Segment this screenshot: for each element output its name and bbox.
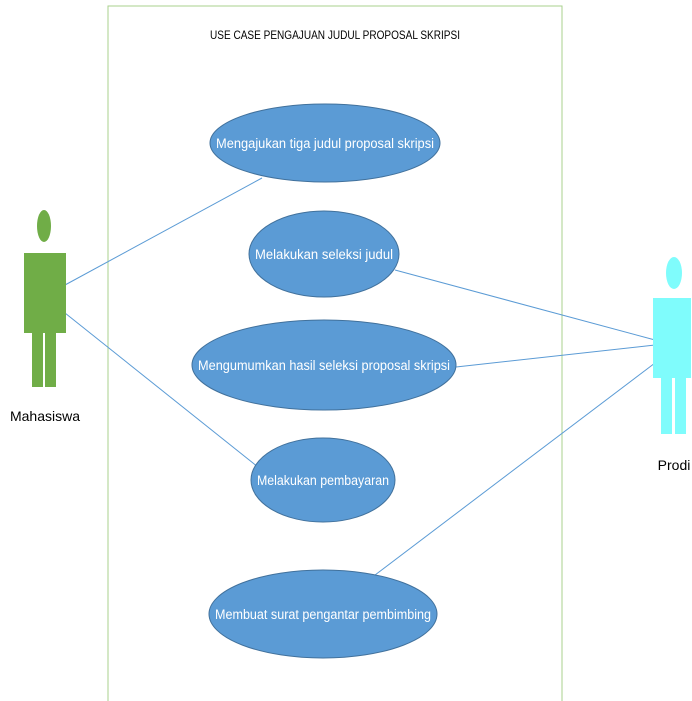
associations	[64, 177, 656, 576]
actor-prodi-body	[653, 298, 691, 378]
use-case-4-label: Melakukan pembayaran	[257, 473, 389, 488]
actor-mahasiswa-leg-right	[45, 333, 56, 387]
diagram-title: USE CASE PENGAJUAN JUDUL PROPOSAL SKRIPS…	[210, 28, 460, 42]
use-case-1[interactable]: Mengajukan tiga judul proposal skripsi	[209, 103, 441, 183]
association-mahasiswa-pembayaran	[64, 312, 279, 484]
actor-mahasiswa[interactable]	[24, 210, 66, 387]
system-boundary	[107, 5, 563, 701]
use-case-3-label: Mengumumkan hasil seleksi proposal skrip…	[198, 358, 450, 373]
use-case-5-label: Membuat surat pengantar pembimbing	[215, 607, 431, 622]
use-case-2-label: Melakukan seleksi judul	[255, 247, 393, 262]
actor-prodi-label: Prodi	[658, 457, 691, 473]
use-case-2[interactable]: Melakukan seleksi judul	[248, 210, 400, 298]
association-mahasiswa-mengajukan	[64, 177, 263, 286]
use-case-4[interactable]: Melakukan pembayaran	[250, 437, 396, 523]
use-case-3[interactable]: Mengumumkan hasil seleksi proposal skrip…	[191, 319, 457, 411]
actor-prodi-leg-left	[661, 378, 672, 434]
association-mengumumkan-prodi	[455, 344, 656, 368]
actor-mahasiswa-label: Mahasiswa	[10, 408, 80, 424]
actor-prodi-leg-right	[675, 378, 686, 434]
use-case-5[interactable]: Membuat surat pengantar pembimbing	[208, 569, 438, 659]
association-membuat-surat-prodi	[374, 362, 656, 576]
actor-mahasiswa-body	[24, 253, 66, 333]
association-seleksi-prodi	[394, 269, 656, 341]
actor-mahasiswa-head	[37, 210, 51, 242]
actor-prodi-head	[666, 257, 682, 289]
actor-mahasiswa-leg-left	[32, 333, 43, 387]
use-case-1-label: Mengajukan tiga judul proposal skripsi	[216, 136, 434, 151]
actor-prodi[interactable]	[653, 257, 691, 434]
